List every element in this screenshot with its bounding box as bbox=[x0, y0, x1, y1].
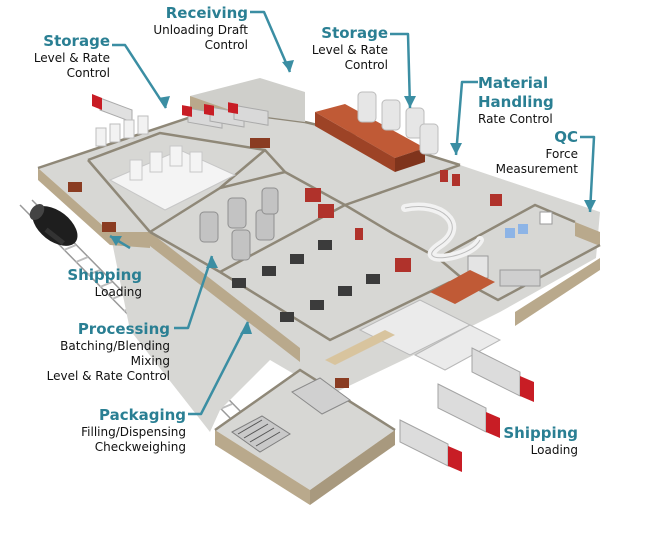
silo-icon bbox=[199, 187, 279, 261]
label-line: Checkweighing bbox=[94, 439, 186, 454]
warehouse-pallets bbox=[358, 299, 502, 371]
truck-icon bbox=[228, 102, 269, 126]
label-title: Storage bbox=[321, 24, 388, 42]
label-line: Loading bbox=[94, 284, 142, 299]
label-line: Measurement bbox=[495, 161, 578, 176]
label-line: Loading bbox=[530, 442, 578, 457]
label-title: Receiving bbox=[165, 4, 248, 22]
label-line: Filling/Dispensing bbox=[81, 424, 186, 439]
leader-storage-right bbox=[390, 32, 412, 109]
pallet-icon bbox=[325, 270, 495, 388]
label-title: Processing bbox=[77, 320, 170, 338]
label-line: Level & Rate Control bbox=[46, 368, 170, 383]
leader-storage-left bbox=[112, 43, 168, 109]
label-line: Control bbox=[344, 57, 388, 72]
leader-processing bbox=[174, 255, 214, 330]
label-storage-left: Storage Level & Rate Control bbox=[10, 32, 110, 81]
storage-racks-left bbox=[95, 115, 149, 147]
label-line: Unloading Draft bbox=[153, 22, 248, 37]
leader-arrowheads bbox=[110, 60, 596, 334]
silo-icon bbox=[357, 91, 439, 155]
label-title: Handling bbox=[478, 92, 554, 111]
label-line: Mixing bbox=[130, 353, 170, 368]
leader-packaging bbox=[188, 321, 250, 416]
leader-material-handling bbox=[454, 80, 478, 156]
pallet-icon bbox=[68, 138, 270, 232]
label-processing: Processing Batching/Blending Mixing Leve… bbox=[28, 320, 170, 384]
truck-icon bbox=[92, 94, 133, 123]
brick-storage bbox=[315, 104, 425, 172]
rail-tank-car-icon bbox=[29, 204, 78, 246]
label-title: Packaging bbox=[99, 406, 186, 424]
leader-qc bbox=[580, 135, 596, 213]
label-line: Control bbox=[204, 37, 248, 52]
label-packaging: Packaging Filling/Dispensing Checkweighi… bbox=[58, 406, 186, 455]
label-shipping-right: Shipping Loading bbox=[490, 424, 578, 458]
label-receiving: Receiving Unloading Draft Control bbox=[140, 4, 248, 53]
leader-receiving bbox=[250, 10, 292, 73]
packaging-annex bbox=[214, 368, 396, 505]
label-title: Shipping bbox=[67, 266, 142, 284]
label-title: Material bbox=[478, 74, 549, 92]
label-line: Level & Rate bbox=[311, 42, 388, 57]
processing-machines bbox=[232, 240, 380, 322]
label-storage-right: Storage Level & Rate Control bbox=[290, 24, 388, 73]
label-line: Batching/Blending bbox=[60, 338, 170, 353]
label-line: Control bbox=[66, 65, 110, 80]
label-line: Rate Control bbox=[478, 111, 553, 126]
receiving-trucks bbox=[182, 102, 269, 129]
conveyor-outline bbox=[404, 206, 481, 259]
label-title: Storage bbox=[43, 32, 110, 50]
storage-tanks-white bbox=[108, 145, 237, 211]
label-material-handling: Material Handling Rate Control bbox=[478, 74, 588, 127]
truck-icon bbox=[471, 347, 534, 402]
label-title: QC bbox=[554, 128, 578, 146]
truck-icon bbox=[399, 419, 462, 472]
leader-lines bbox=[109, 10, 596, 416]
label-line: Level & Rate bbox=[33, 50, 110, 65]
label-qc: QC Force Measurement bbox=[480, 128, 578, 177]
qc-equipment bbox=[467, 211, 553, 287]
truck-icon bbox=[437, 383, 500, 438]
label-shipping-left: Shipping Loading bbox=[40, 266, 142, 300]
label-line: Force bbox=[545, 146, 578, 161]
control-panels bbox=[305, 170, 502, 272]
label-title: Shipping bbox=[503, 424, 578, 442]
